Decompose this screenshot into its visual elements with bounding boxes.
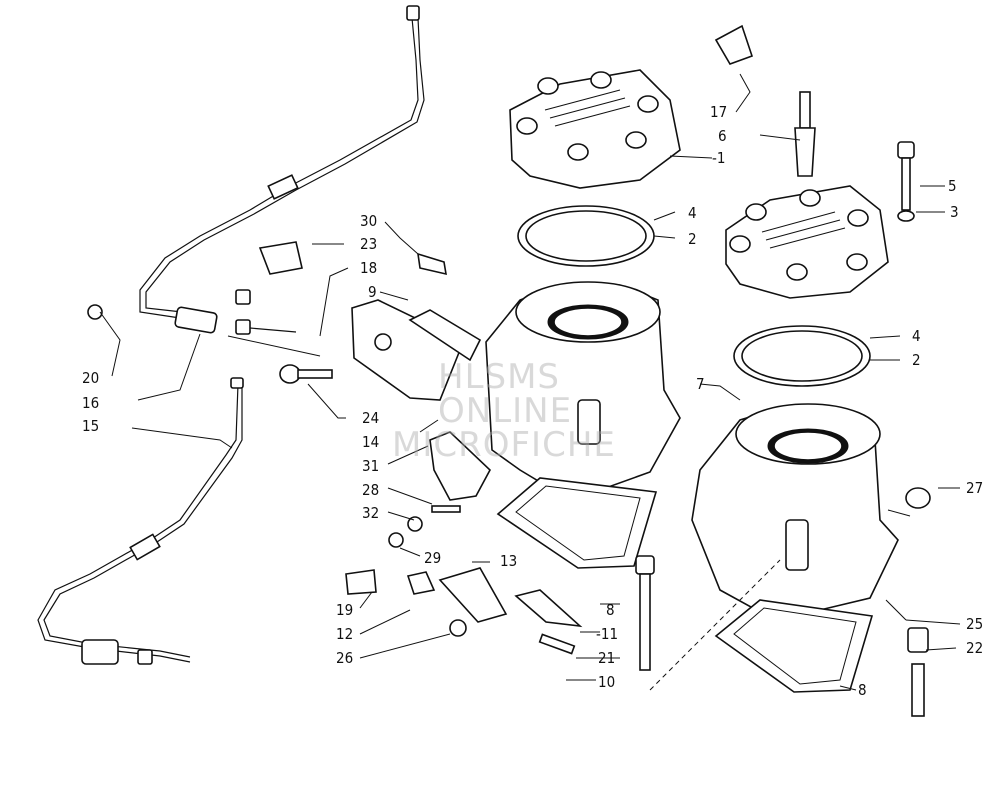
throttle-cable-lower <box>37 377 244 665</box>
callout-30: 30 <box>360 212 378 230</box>
callout-5: 5 <box>948 177 957 195</box>
callout-6: 6 <box>718 127 727 145</box>
callout-11: -11 <box>596 625 619 643</box>
intake-flange <box>351 299 482 401</box>
callout-8-lower: 8 <box>858 681 867 699</box>
base-gaskets <box>496 477 874 693</box>
callout-12: 12 <box>336 625 354 643</box>
callout-28: 28 <box>362 481 380 499</box>
callout-32: 32 <box>362 504 380 522</box>
callout-24: 24 <box>362 409 380 427</box>
head-gaskets <box>517 205 871 387</box>
watermark-line-1: HLSMS <box>438 357 561 397</box>
callout-22: 22 <box>966 639 984 657</box>
callout-2-lower: 2 <box>912 351 921 369</box>
callout-31: 31 <box>362 457 380 475</box>
callout-26: 26 <box>336 649 354 667</box>
leader-lines <box>99 73 961 691</box>
callout-10: 10 <box>598 673 616 691</box>
cylinder-rear <box>485 281 681 495</box>
callout-21: 21 <box>598 649 616 667</box>
callout-9: 9 <box>368 283 377 301</box>
hardware <box>87 24 931 717</box>
watermark-line-2: ONLINE <box>438 391 573 431</box>
callout-4-lower: 4 <box>912 327 921 345</box>
callout-1: -1 <box>712 149 726 167</box>
callout-14: 14 <box>362 433 380 451</box>
callout-16: 16 <box>82 394 100 412</box>
callout-23: 23 <box>360 235 378 253</box>
callout-2-upper: 2 <box>688 230 697 248</box>
callout-7: 7 <box>696 375 705 393</box>
callout-3: 3 <box>950 203 959 221</box>
callout-19: 19 <box>336 601 354 619</box>
watermark-line-3: MICROFICHE <box>392 425 616 465</box>
cylinder-head-rear <box>509 69 681 189</box>
callout-25: 25 <box>966 615 984 633</box>
callout-15: 15 <box>82 417 100 435</box>
callout-13: 13 <box>500 552 518 570</box>
callout-20: 20 <box>82 369 100 387</box>
cylinder-head-front <box>725 185 889 299</box>
callout-27: 27 <box>966 479 984 497</box>
throttle-cable-upper <box>139 5 425 335</box>
callout-18: 18 <box>360 259 378 277</box>
callout-8-upper: 8 <box>606 601 615 619</box>
cylinder-front <box>691 403 899 613</box>
callout-29: 29 <box>424 549 442 567</box>
intake-gasket <box>429 431 491 501</box>
callout-4-upper: 4 <box>688 204 697 222</box>
callout-17: 17 <box>710 103 728 121</box>
